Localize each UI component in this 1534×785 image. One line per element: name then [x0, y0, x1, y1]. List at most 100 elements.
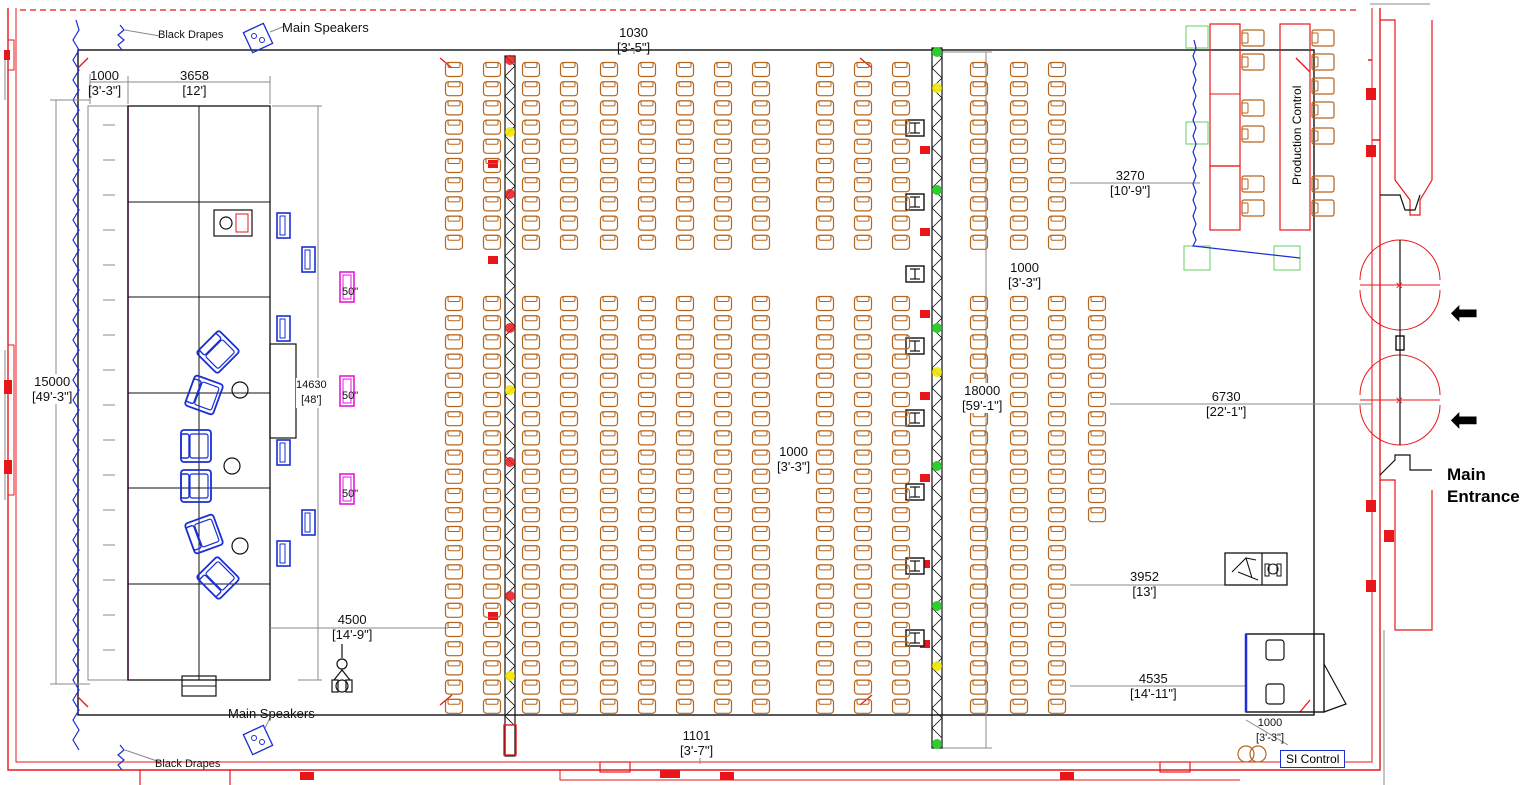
- control-chair: [1241, 99, 1265, 117]
- audience-chair: [751, 196, 771, 212]
- audience-chair: [1047, 507, 1067, 523]
- audience-chair: [637, 295, 657, 312]
- audience-chair: [482, 295, 502, 312]
- audience-chair: [559, 507, 579, 523]
- audience-chair: [713, 545, 733, 561]
- audience-chair: [637, 602, 657, 618]
- audience-chair: [713, 391, 733, 408]
- control-chair: [1311, 53, 1335, 71]
- audience-chair: [891, 449, 911, 465]
- audience-chair: [853, 698, 873, 714]
- audience-chair: [637, 660, 657, 676]
- audience-chair: [482, 372, 502, 388]
- audience-chair: [675, 177, 695, 193]
- audience-chair: [713, 507, 733, 523]
- audience-chair: [891, 215, 911, 231]
- audience-chair: [1047, 545, 1067, 561]
- audience-chair: [815, 583, 835, 599]
- audience-chair: [969, 81, 989, 97]
- audience-chair: [1047, 660, 1067, 676]
- audience-chair: [1047, 698, 1067, 714]
- audience-chair: [637, 679, 657, 695]
- audience-seating: [444, 61, 1107, 714]
- audience-chair: [637, 641, 657, 657]
- audience-chair: [1047, 81, 1067, 97]
- audience-chair: [599, 679, 619, 695]
- audience-chair: [675, 507, 695, 523]
- audience-chair: [637, 507, 657, 523]
- audience-chair: [891, 372, 911, 388]
- audience-chair: [444, 81, 464, 97]
- audience-chair: [815, 660, 835, 676]
- truss-left: [503, 55, 517, 757]
- audience-chair: [853, 391, 873, 408]
- audience-chair: [815, 525, 835, 542]
- audience-chair: [751, 468, 771, 484]
- audience-chair: [713, 215, 733, 231]
- audience-chair: [1047, 196, 1067, 212]
- audience-chair: [559, 372, 579, 388]
- audience-chair: [1047, 157, 1067, 174]
- audience-chair: [521, 602, 541, 618]
- audience-chair: [559, 449, 579, 465]
- audience-chair: [891, 525, 911, 542]
- audience-chair: [713, 119, 733, 135]
- audience-chair: [751, 315, 771, 331]
- audience-chair: [1047, 411, 1067, 427]
- truss-right: [931, 47, 943, 749]
- audience-chair: [521, 698, 541, 714]
- audience-chair: [1047, 372, 1067, 388]
- audience-chair: [751, 234, 771, 250]
- main-speakers-label: Main Speakers: [282, 20, 369, 35]
- audience-chair: [1009, 525, 1029, 542]
- audience-chair: [675, 487, 695, 504]
- audience-chair: [637, 391, 657, 408]
- audience-chair: [969, 196, 989, 212]
- audience-chair: [521, 215, 541, 231]
- audience-chair: [853, 449, 873, 465]
- audience-chair: [969, 334, 989, 350]
- main-speakers-label: Main Speakers: [228, 706, 315, 721]
- audience-chair: [853, 61, 873, 78]
- audience-chair: [675, 295, 695, 312]
- audience-chair: [815, 315, 835, 331]
- audience-chair: [751, 621, 771, 638]
- audience-chair: [559, 621, 579, 638]
- audience-chair: [1009, 353, 1029, 369]
- audience-chair: [1087, 372, 1107, 388]
- audience-chair: [559, 100, 579, 116]
- dimension-label: 3658[12']: [180, 68, 209, 98]
- audience-chair: [713, 449, 733, 465]
- audience-chair: [444, 234, 464, 250]
- audience-chair: [599, 430, 619, 446]
- audience-chair: [1047, 487, 1067, 504]
- audience-chair: [815, 411, 835, 427]
- audience-chair: [969, 177, 989, 193]
- audience-chair: [521, 372, 541, 388]
- audience-chair: [815, 621, 835, 638]
- camera-positions: [905, 119, 925, 647]
- audience-chair: [521, 81, 541, 97]
- arrow-left-icon: ⬅: [1450, 400, 1479, 440]
- audience-chair: [599, 621, 619, 638]
- screen-size-label: 50": [342, 390, 359, 402]
- arrow-left-icon: ⬅: [1450, 293, 1479, 333]
- audience-chair: [853, 487, 873, 504]
- audience-chair: [482, 391, 502, 408]
- svg-text:✕: ✕: [1395, 396, 1403, 407]
- dimension-label: 14630[48']: [296, 378, 327, 408]
- audience-chair: [751, 215, 771, 231]
- audience-chair: [521, 61, 541, 78]
- audience-chair: [751, 641, 771, 657]
- audience-chair: [521, 177, 541, 193]
- audience-chair: [853, 81, 873, 97]
- audience-chair: [637, 525, 657, 542]
- audience-chair: [969, 138, 989, 154]
- audience-chair: [444, 138, 464, 154]
- audience-chair: [815, 295, 835, 312]
- audience-chair: [1009, 157, 1029, 174]
- audience-chair: [853, 679, 873, 695]
- audience-chair: [853, 602, 873, 618]
- audience-chair: [815, 100, 835, 116]
- audience-chair: [599, 545, 619, 561]
